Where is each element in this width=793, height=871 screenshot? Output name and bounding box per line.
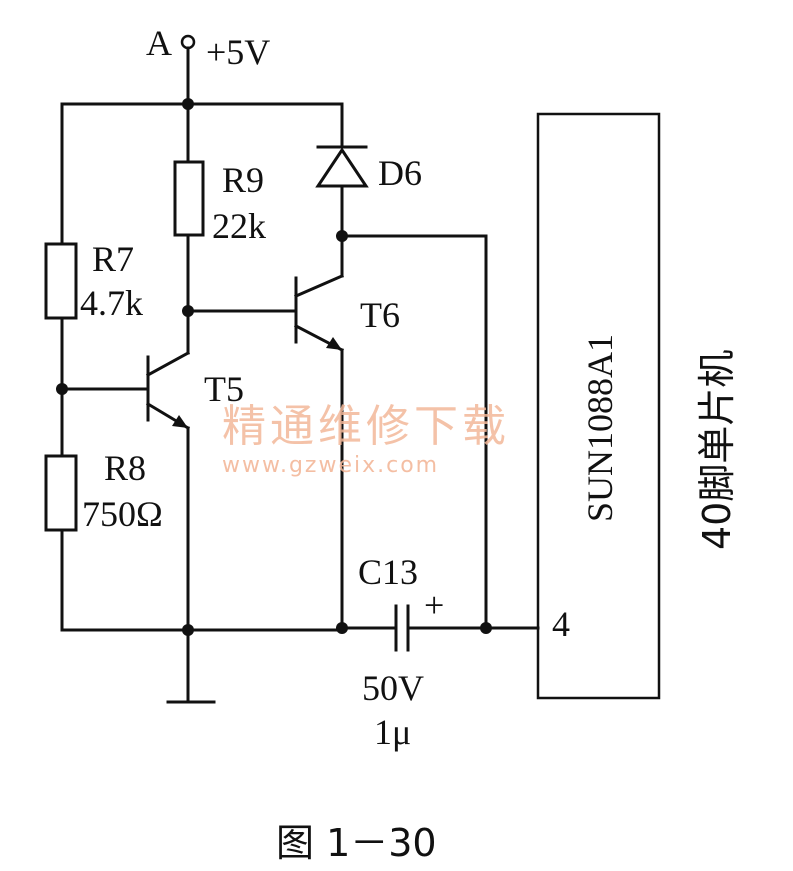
junction-dot [182,98,194,110]
junction-dot [182,305,194,317]
r7-name: R7 [92,239,134,279]
d6-name: D6 [378,153,422,193]
watermark-url: www.gzweix.com [222,453,439,478]
junction-dot [480,622,492,634]
t6-emitter-arrow [326,337,342,350]
c13-polarity: + [424,585,444,625]
r8-name: R8 [104,448,146,488]
t6-collector [294,274,344,298]
mcu-box [536,112,661,700]
terminal-a [180,34,196,50]
watermark-title: 精通维修下载 [222,401,510,452]
mcu-model-label: SUN1088A1 [580,334,620,522]
node-a-label: A [146,23,172,63]
resistor-r7 [44,242,78,320]
junction-dot [56,383,68,395]
t6-name: T6 [360,295,400,335]
c13-value: 1μ [374,712,411,752]
mcu-pin-number: 4 [552,604,570,644]
c13-voltage: 50V [362,668,424,708]
r9-name: R9 [222,160,264,200]
junction-dot [336,230,348,242]
resistor-r9 [173,160,205,237]
r7-value: 4.7k [80,283,143,323]
supply-voltage-label: +5V [206,32,270,72]
t5-collector [145,350,191,378]
r8-value: 750Ω [82,494,163,534]
mcu-description-label: 40脚单片机 [695,350,739,550]
t5-name: T5 [204,369,244,409]
t5-emitter-arrow [172,415,188,428]
resistor-r8 [44,454,78,532]
c13-name: C13 [358,552,418,592]
diode-d6-triangle [315,147,369,188]
junction-dot [336,622,348,634]
r9-value: 22k [212,206,266,246]
junction-dot [182,624,194,636]
figure-caption: 图 1－30 [276,821,437,865]
